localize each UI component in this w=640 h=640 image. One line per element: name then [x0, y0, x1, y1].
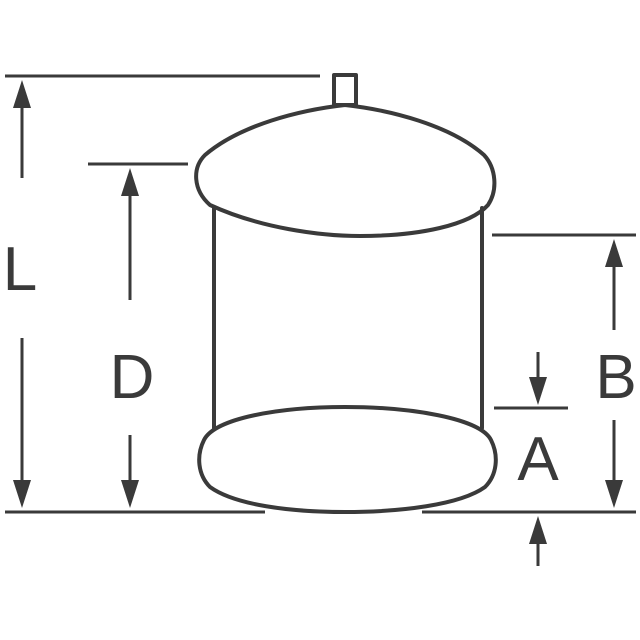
dimension-d-arrow-up	[121, 168, 139, 196]
bottom-base	[197, 405, 498, 514]
dimension-b-arrow-down	[605, 480, 623, 508]
dimension-b-label: B	[595, 343, 636, 412]
dimension-l-arrow-up	[13, 80, 31, 108]
dimension-b-arrow-up	[605, 239, 623, 267]
dimension-d-label: D	[110, 343, 155, 412]
component-body	[194, 73, 498, 514]
top-cap	[194, 103, 497, 238]
dimension-a-label: A	[517, 425, 559, 494]
dimension-l-arrow-down	[13, 480, 31, 508]
dimension-d-arrow-down	[121, 480, 139, 508]
extension-lines	[5, 74, 636, 514]
dimension-l-label: L	[3, 235, 37, 304]
dimension-a-arrow-down	[529, 377, 547, 405]
dimension-b: B	[595, 239, 637, 508]
dimension-a: A	[517, 352, 559, 566]
dimension-d: D	[110, 168, 155, 508]
dimension-a-arrow-up	[529, 516, 547, 544]
top-terminal	[332, 73, 358, 107]
dimension-l: L	[3, 80, 37, 508]
